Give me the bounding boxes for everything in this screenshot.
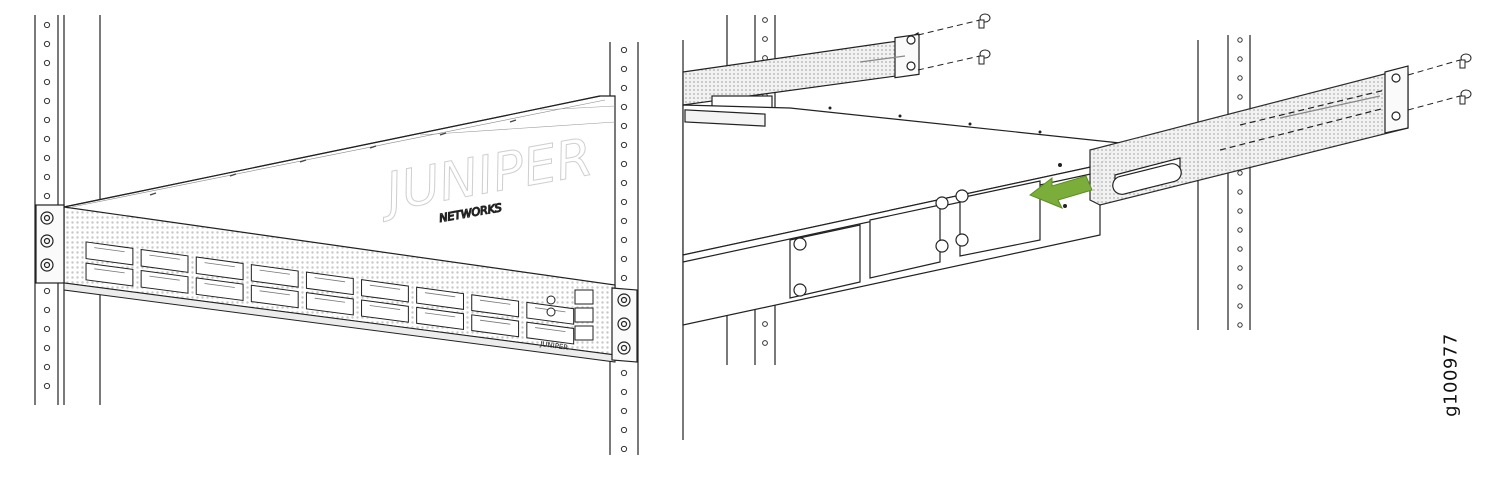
- rack-hole: [1237, 56, 1243, 62]
- rack-hole: [1237, 170, 1243, 176]
- rack-hole: [620, 407, 628, 415]
- qsfp-port-cages: [85, 241, 575, 345]
- rack-hole: [43, 59, 51, 67]
- rack-hole: [762, 17, 768, 23]
- rack-hole: [620, 426, 628, 434]
- port-latch: [204, 262, 235, 268]
- rack-holes: [620, 46, 628, 453]
- rack-hole: [1237, 284, 1243, 290]
- rack-hole: [620, 141, 628, 149]
- rack-hole: [43, 97, 51, 105]
- rack-hole: [43, 40, 51, 48]
- port-latch: [479, 299, 511, 305]
- port-latch: [424, 312, 456, 318]
- rack-hole: [1237, 37, 1243, 43]
- rack-hole: [43, 192, 51, 200]
- rack-hole: [762, 321, 768, 327]
- figure-id-text: g100977: [1440, 333, 1462, 417]
- left-mounting-ear: [35, 204, 65, 284]
- rack-hole: [43, 21, 51, 29]
- management-ports: [574, 289, 594, 341]
- rack-hole: [620, 369, 628, 377]
- rack-hole: [620, 217, 628, 225]
- rack-hole: [1237, 208, 1243, 214]
- rack-hole: [620, 84, 628, 92]
- port-latch: [259, 269, 290, 275]
- port-latch: [369, 305, 401, 310]
- port-latch: [479, 319, 511, 325]
- rack-hole: [620, 46, 628, 54]
- front-badge: JUNIPER: [539, 340, 569, 352]
- rack-hole: [1237, 246, 1243, 252]
- rack-hole: [1237, 322, 1243, 328]
- upper-rear-rail: [682, 31, 920, 111]
- port-latch: [369, 284, 401, 290]
- rack-hole: [762, 340, 768, 346]
- switch-body: [682, 104, 1122, 326]
- rack-hole: [620, 445, 628, 453]
- port-latch: [204, 283, 235, 288]
- rack-hole: [43, 344, 51, 352]
- port-latch: [314, 277, 346, 283]
- screws-lower: [1407, 53, 1472, 111]
- figure-id-label: g100977: [1436, 320, 1466, 430]
- port-latch: [424, 292, 456, 298]
- led-indicators: [546, 295, 556, 317]
- rack-holes: [1237, 37, 1243, 328]
- port-latch: [314, 297, 346, 303]
- rack-hole: [43, 363, 51, 371]
- left-panel-mounted-switch: JUNIPER NETWORKS JUNIPER: [34, 15, 639, 455]
- rack-hole: [43, 78, 51, 86]
- rack-hole: [1237, 189, 1243, 195]
- rack-hole: [43, 306, 51, 314]
- front-mounting-rail: [1089, 65, 1409, 206]
- rack-hole: [1237, 75, 1243, 81]
- rack-hole: [43, 287, 51, 295]
- switch-front-panel: JUNIPER: [63, 206, 616, 363]
- rack-hole: [620, 160, 628, 168]
- port-latch: [259, 290, 290, 296]
- switch-chassis: JUNIPER NETWORKS: [63, 95, 616, 293]
- port-latch: [94, 247, 125, 253]
- rack-hole: [620, 388, 628, 396]
- rack-hole: [1237, 303, 1243, 309]
- right-mounting-ear: [611, 287, 638, 363]
- port-latch: [149, 254, 180, 260]
- port-latch: [94, 268, 125, 274]
- right-panel-rail-installation: [682, 13, 1472, 440]
- rack-hole: [1237, 94, 1243, 100]
- screws-upper: [917, 13, 991, 71]
- rack-hole: [762, 36, 768, 42]
- rack-hole: [1237, 265, 1243, 271]
- slide-direction-arrow: [1029, 175, 1093, 209]
- rack-hole: [620, 274, 628, 282]
- rack-hole: [43, 116, 51, 124]
- rack-hole: [620, 103, 628, 111]
- rack-hole: [620, 255, 628, 263]
- rack-hole: [43, 154, 51, 162]
- rack-hole: [620, 179, 628, 187]
- port-latch: [535, 327, 566, 332]
- port-latch: [149, 275, 180, 281]
- rack-hole: [620, 236, 628, 244]
- rack-hole: [43, 382, 51, 390]
- rack-hole: [620, 122, 628, 130]
- rack-hole: [620, 65, 628, 73]
- rack-hole: [43, 135, 51, 143]
- rack-hole: [43, 325, 51, 333]
- rack-hole: [1237, 227, 1243, 233]
- rack-hole: [43, 173, 51, 181]
- rack-hole: [620, 198, 628, 206]
- rear-rack-post-right: [1197, 35, 1251, 330]
